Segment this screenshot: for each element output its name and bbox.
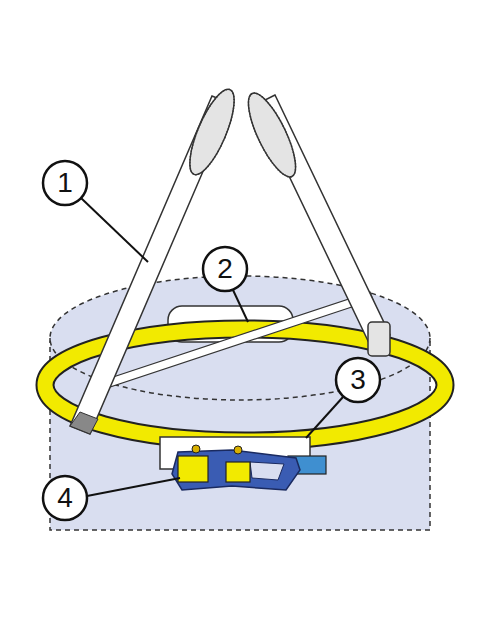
leader-line [306,397,343,438]
sling-tab [368,322,390,356]
strap-through [226,462,250,482]
sling-loop-edge [239,87,304,182]
ratchet-handle-gap [250,462,284,480]
callout-number: 1 [45,163,85,203]
callout-number: 2 [205,249,245,289]
ratchet-bolt [192,445,200,453]
sling-end [70,412,98,434]
ratchet-buckle [172,450,300,490]
sling-loop [181,84,243,180]
ratchet-bolt [234,446,242,454]
callout-circle [43,161,87,205]
callout-number: 3 [338,360,378,400]
leader-line [87,478,180,496]
callout-circle [336,358,380,402]
leader-line [233,290,248,322]
callout-circle [203,247,247,291]
ratchet-spool [178,456,208,482]
callout-circle [43,476,87,520]
callout-number: 4 [45,478,85,518]
leader-line [81,198,148,262]
sling-loop [239,87,304,182]
sling-loop-edge [181,84,243,180]
